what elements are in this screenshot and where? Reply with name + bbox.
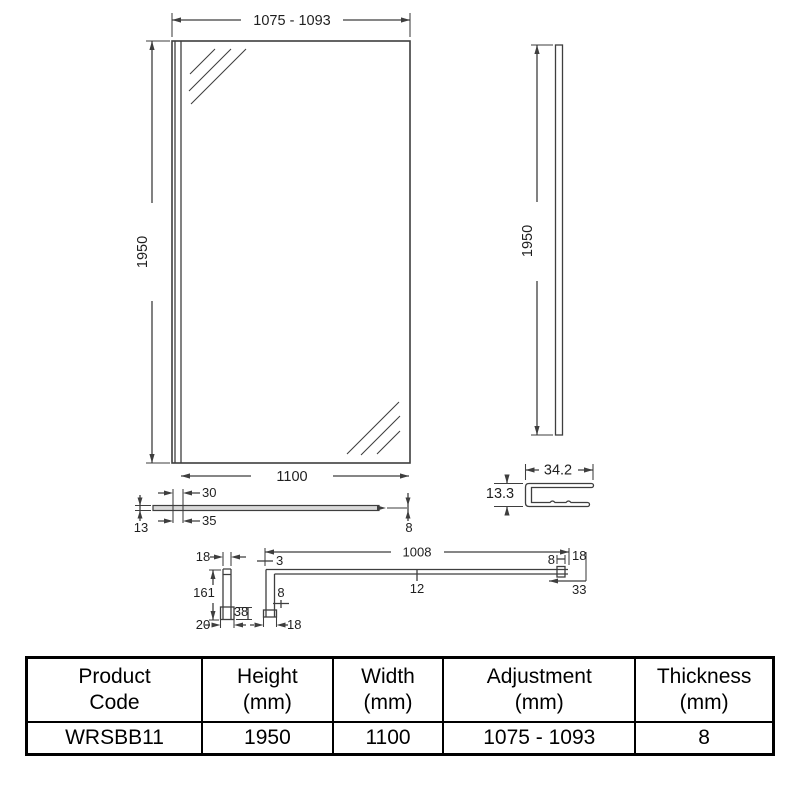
profile-dim-depth: 13.3 [486,474,523,516]
dim-label-mid-depth: 12 [410,581,424,596]
side-dim-height: 1950 [520,44,553,436]
spec-table-data-row: WRSBB11 1950 1100 1075 - 1093 8 [25,720,775,756]
bar-right-connector [556,565,566,578]
dim-label-bracket-length: 161 [193,585,215,600]
plan-dim-profile-inner: 35 [158,513,216,528]
channel-profile-outline [524,482,595,508]
side-view: 1950 [520,44,564,436]
col-header-adjustment: Adjustment (mm) [442,656,637,723]
glass-panel [171,40,411,464]
wall-profile-lines [174,41,182,463]
header-line: Thickness [656,665,752,689]
dim-label-left-bar-width: 8 [277,585,284,600]
bracket-bar [222,568,232,619]
bar-dim-length: 1008 [264,545,570,566]
col-header-width: Width (mm) [331,656,445,723]
bar-dim-right-end-width: 18 [572,548,587,581]
bar-dim-plate-thickness: 3 [257,553,283,568]
dim-label-right-end-height: 33 [572,582,586,597]
wall-profile-detail: 34.2 13.3 [486,463,595,516]
front-dim-width-adjustment: 1075 - 1093 [171,13,411,37]
bracket-dim-bar-width: 18 [196,549,246,566]
dimension-drawing: 1075 - 1093 1950 1100 1950 [134,13,595,632]
bar-dim-right-end-height: 33 [549,578,586,597]
header-line: Code [89,690,140,714]
spec-table-header-row: Product Code Height (mm) Width (mm) Adju… [25,656,775,723]
header-line: Height [237,665,298,689]
header-line: (mm) [242,690,292,714]
dim-label-plate-thickness: 3 [276,553,283,568]
bar-dim-left-foot-width: 18 [250,617,301,632]
support-bar-detail: 1008 3 12 8 18 8 18 [250,545,587,632]
dim-label-profile-width: 34.2 [544,463,572,479]
header-line: Product [78,665,151,689]
bracket-foot [219,606,235,621]
glass-edge [554,44,564,436]
spec-table: Product Code Height (mm) Width (mm) Adju… [25,656,775,756]
front-view: 1075 - 1093 1950 1100 [135,13,411,485]
plan-view: 30 35 13 8 [134,485,413,535]
cell-width: 1100 [331,720,445,756]
dim-label-left-foot-width: 18 [287,617,301,632]
bar-left-foot [262,609,278,618]
cell-product-code: WRSBB11 [25,720,204,756]
glass-hatch-marks [188,48,401,456]
dim-label-profile-depth: 13 [134,520,148,535]
col-header-product-code: Product Code [25,656,204,723]
plan-dim-profile-depth: 13 [134,495,151,535]
col-header-thickness: Thickness (mm) [634,656,775,723]
dim-label-profile-outer: 30 [202,485,216,500]
dim-label-width-adjustment: 1075 - 1093 [253,13,330,29]
profile-dim-width: 34.2 [524,463,594,480]
header-line: Adjustment [486,665,592,689]
dim-label-side-height: 1950 [520,225,536,257]
header-line: Width [361,665,415,689]
front-dim-height: 1950 [135,40,170,464]
header-line: (mm) [514,690,564,714]
dim-label-bar-length: 1008 [403,545,432,560]
dim-label-bracket-foot-width: 20 [196,617,210,632]
plan-dim-profile-outer: 30 [158,485,216,500]
header-line: (mm) [363,690,413,714]
dim-label-profile-depth: 13.3 [486,486,514,502]
cell-thickness: 8 [634,720,775,756]
dim-label-right-block-width: 8 [548,552,555,567]
profile-edge-ticks [172,489,184,523]
bracket-dim-foot-depth: 38 [234,604,252,621]
header-line: (mm) [679,690,729,714]
dim-label-profile-inner: 35 [202,513,216,528]
dim-label-front-width: 1100 [276,469,307,485]
cell-adjustment: 1075 - 1093 [442,720,637,756]
dim-label-front-height: 1950 [135,236,151,268]
front-dim-width: 1100 [181,469,409,485]
dim-label-bracket-bar-width: 18 [196,549,210,564]
plan-dim-glass-thickness: 8 [405,493,413,535]
cell-height: 1950 [201,720,334,756]
bracket-dim-length: 161 [193,569,221,621]
bar-dim-right-block-width: 8 [548,552,566,567]
col-header-height: Height (mm) [201,656,334,723]
wall-bracket-detail: 18 161 38 20 [193,549,252,632]
bar-dim-mid-depth: 12 [410,569,424,596]
dim-label-right-end-width: 18 [572,548,586,563]
dim-label-glass-thickness: 8 [405,520,412,535]
bracket-dim-foot-width: 20 [196,617,246,632]
bar-dim-left-bar-width: 8 [273,585,289,608]
strip-break-arrow [377,505,386,511]
glass-strip [152,504,380,512]
dim-label-bracket-foot-depth: 38 [234,604,248,619]
